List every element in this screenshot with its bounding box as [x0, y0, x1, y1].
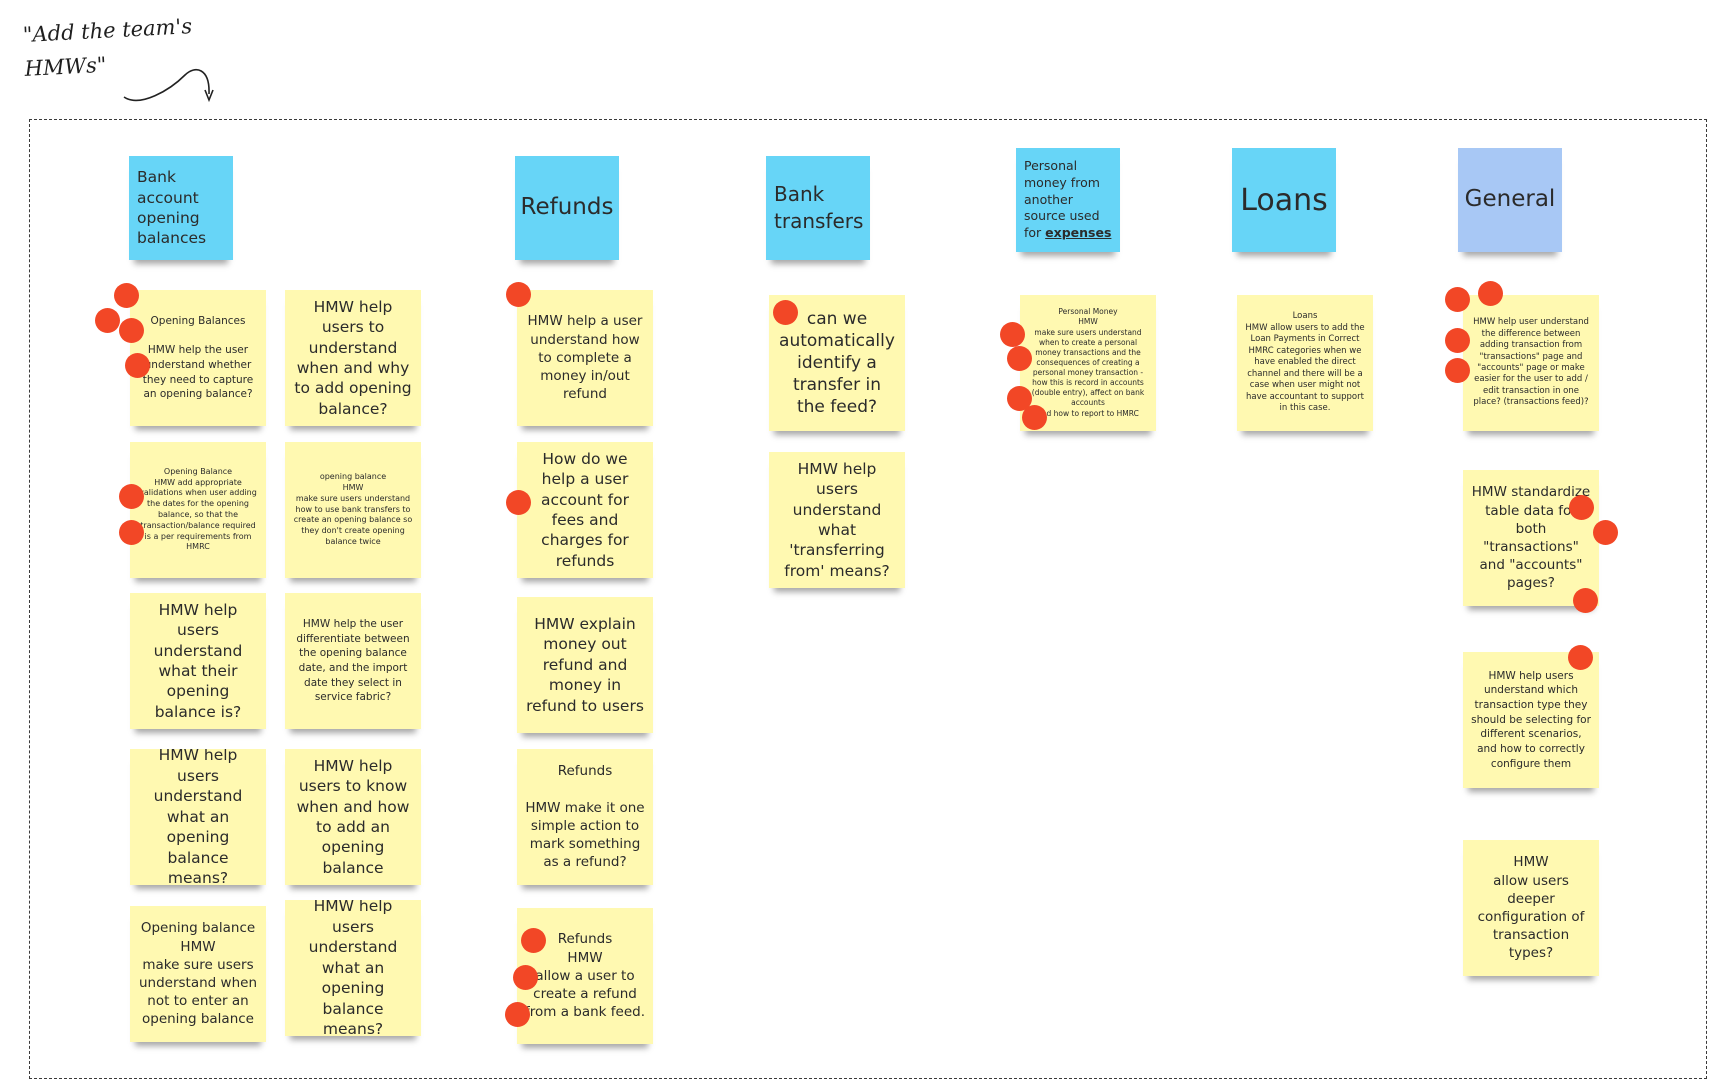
sticky-note-ob-2[interactable]: HMW help users to understand when and wh…: [285, 290, 421, 426]
vote-dot[interactable]: [1569, 495, 1594, 520]
sticky-note-text: HMW help users understand what their ope…: [153, 600, 243, 721]
sticky-note-text: Refunds HMW allow a user to create a ref…: [525, 931, 646, 1021]
header-label: Personal money from another source used …: [1024, 158, 1111, 242]
vote-dot[interactable]: [1007, 346, 1032, 371]
sticky-note-ob-8[interactable]: HMW help users to know when and how to a…: [285, 749, 421, 885]
sticky-note-text: How do we help a user account for fees a…: [541, 449, 629, 570]
header-general[interactable]: General: [1458, 148, 1562, 252]
header-label-emphasis: expenses: [1045, 225, 1112, 241]
sticky-note-rf-1[interactable]: HMW help a user understand how to comple…: [517, 290, 653, 426]
vote-dot[interactable]: [521, 928, 546, 953]
vote-dot[interactable]: [1573, 588, 1598, 613]
vote-dot[interactable]: [513, 965, 538, 990]
vote-dot[interactable]: [1022, 405, 1047, 430]
sticky-note-rf-2[interactable]: How do we help a user account for fees a…: [517, 442, 653, 578]
sticky-note-text: HMW help users understand what 'transfer…: [784, 459, 890, 580]
vote-dot[interactable]: [1445, 358, 1470, 383]
sticky-note-text: HMW help users to understand when and wh…: [294, 297, 412, 418]
vote-dot[interactable]: [1445, 287, 1470, 312]
sticky-note-ob-4[interactable]: opening balance HMW make sure users unde…: [285, 442, 421, 578]
sticky-note-ob-7[interactable]: HMW help users understand what an openin…: [130, 749, 266, 885]
sticky-note-ob-10[interactable]: HMW help users understand what an openin…: [285, 900, 421, 1036]
sticky-note-gn-3[interactable]: HMW help users understand which transact…: [1463, 652, 1599, 788]
sticky-note-ob-6[interactable]: HMW help the user differentiate between …: [285, 593, 421, 729]
sticky-note-pm-1[interactable]: Personal Money HMW make sure users under…: [1020, 295, 1156, 431]
sticky-note-text: Personal Money HMW make sure users under…: [1031, 307, 1145, 418]
header-label: Bank account opening balances: [137, 168, 207, 248]
sticky-note-text: HMW help the user differentiate between …: [296, 617, 410, 704]
sticky-note-text: opening balance HMW make sure users unde…: [293, 472, 413, 546]
sticky-note-gn-1[interactable]: HMW help user understand the difference …: [1463, 295, 1599, 431]
header-label-text: Personal money from another source used …: [1024, 157, 1100, 241]
sticky-note-text: HMW help a user understand how to comple…: [527, 313, 643, 403]
vote-dot[interactable]: [119, 520, 144, 545]
annotation-arrow-icon: [123, 68, 214, 103]
sticky-note-text: HMW standardize table data for both "tra…: [1471, 484, 1591, 592]
vote-dot[interactable]: [1445, 328, 1470, 353]
sticky-note-text: HMW help users understand what an openin…: [308, 900, 398, 1036]
sticky-note-gn-2[interactable]: HMW standardize table data for both "tra…: [1463, 470, 1599, 606]
header-personal-money[interactable]: Personal money from another source used …: [1016, 148, 1120, 252]
vote-dot[interactable]: [505, 1002, 530, 1027]
sticky-note-text: HMW help user understand the difference …: [1473, 317, 1589, 408]
vote-dot[interactable]: [1000, 322, 1025, 347]
sticky-note-text: Opening Balances HMW help the user under…: [142, 314, 254, 401]
sticky-note-text: Loans HMW allow users to add the Loan Pa…: [1245, 311, 1365, 414]
sticky-note-rf-4[interactable]: Refunds HMW make it one simple action to…: [517, 749, 653, 885]
header-label: General: [1464, 186, 1556, 213]
header-label: Bank transfers: [774, 182, 864, 233]
hmw-frame[interactable]: [29, 119, 1707, 1079]
vote-dot[interactable]: [1593, 520, 1618, 545]
vote-dot[interactable]: [125, 353, 150, 378]
sticky-note-text: HMW help users understand what an openin…: [153, 749, 243, 885]
sticky-note-text: HMW help users understand which transact…: [1471, 669, 1591, 770]
sticky-note-text: Opening Balance HMW add appropriate vali…: [139, 466, 257, 552]
header-bank-transfers[interactable]: Bank transfers: [766, 156, 870, 260]
header-loans[interactable]: Loans: [1232, 148, 1336, 252]
sticky-note-ob-3[interactable]: Opening Balance HMW add appropriate vali…: [130, 442, 266, 578]
vote-dot[interactable]: [506, 282, 531, 307]
sticky-note-ob-5[interactable]: HMW help users understand what their ope…: [130, 593, 266, 729]
sticky-note-ob-9[interactable]: Opening balance HMW make sure users unde…: [130, 906, 266, 1042]
header-label: Loans: [1240, 182, 1328, 218]
sticky-note-text: Refunds HMW make it one simple action to…: [525, 763, 645, 871]
header-refunds[interactable]: Refunds: [515, 156, 619, 260]
vote-dot[interactable]: [95, 308, 120, 333]
sticky-note-text: HMW allow users deeper configuration of …: [1477, 854, 1585, 962]
vote-dot[interactable]: [1478, 281, 1503, 306]
sticky-note-ob-1[interactable]: Opening Balances HMW help the user under…: [130, 290, 266, 426]
vote-dot[interactable]: [773, 300, 798, 325]
header-bank-account-opening-balances[interactable]: Bank account opening balances: [129, 156, 233, 260]
vote-dot[interactable]: [119, 484, 144, 509]
sticky-note-bt-2[interactable]: HMW help users understand what 'transfer…: [769, 452, 905, 588]
sticky-note-text: Opening balance HMW make sure users unde…: [138, 920, 257, 1028]
sticky-note-rf-3[interactable]: HMW explain money out refund and money i…: [517, 597, 653, 733]
vote-dot[interactable]: [506, 490, 531, 515]
vote-dot[interactable]: [119, 318, 144, 343]
header-label: Refunds: [520, 194, 614, 221]
sticky-note-text: can we automatically identify a transfer…: [779, 308, 895, 418]
sticky-note-text: HMW explain money out refund and money i…: [526, 614, 644, 715]
sticky-note-ln-1[interactable]: Loans HMW allow users to add the Loan Pa…: [1237, 295, 1373, 431]
sticky-note-gn-4[interactable]: HMW allow users deeper configuration of …: [1463, 840, 1599, 976]
sticky-note-text: HMW help users to know when and how to a…: [296, 756, 410, 877]
vote-dot[interactable]: [1568, 645, 1593, 670]
vote-dot[interactable]: [114, 283, 139, 308]
